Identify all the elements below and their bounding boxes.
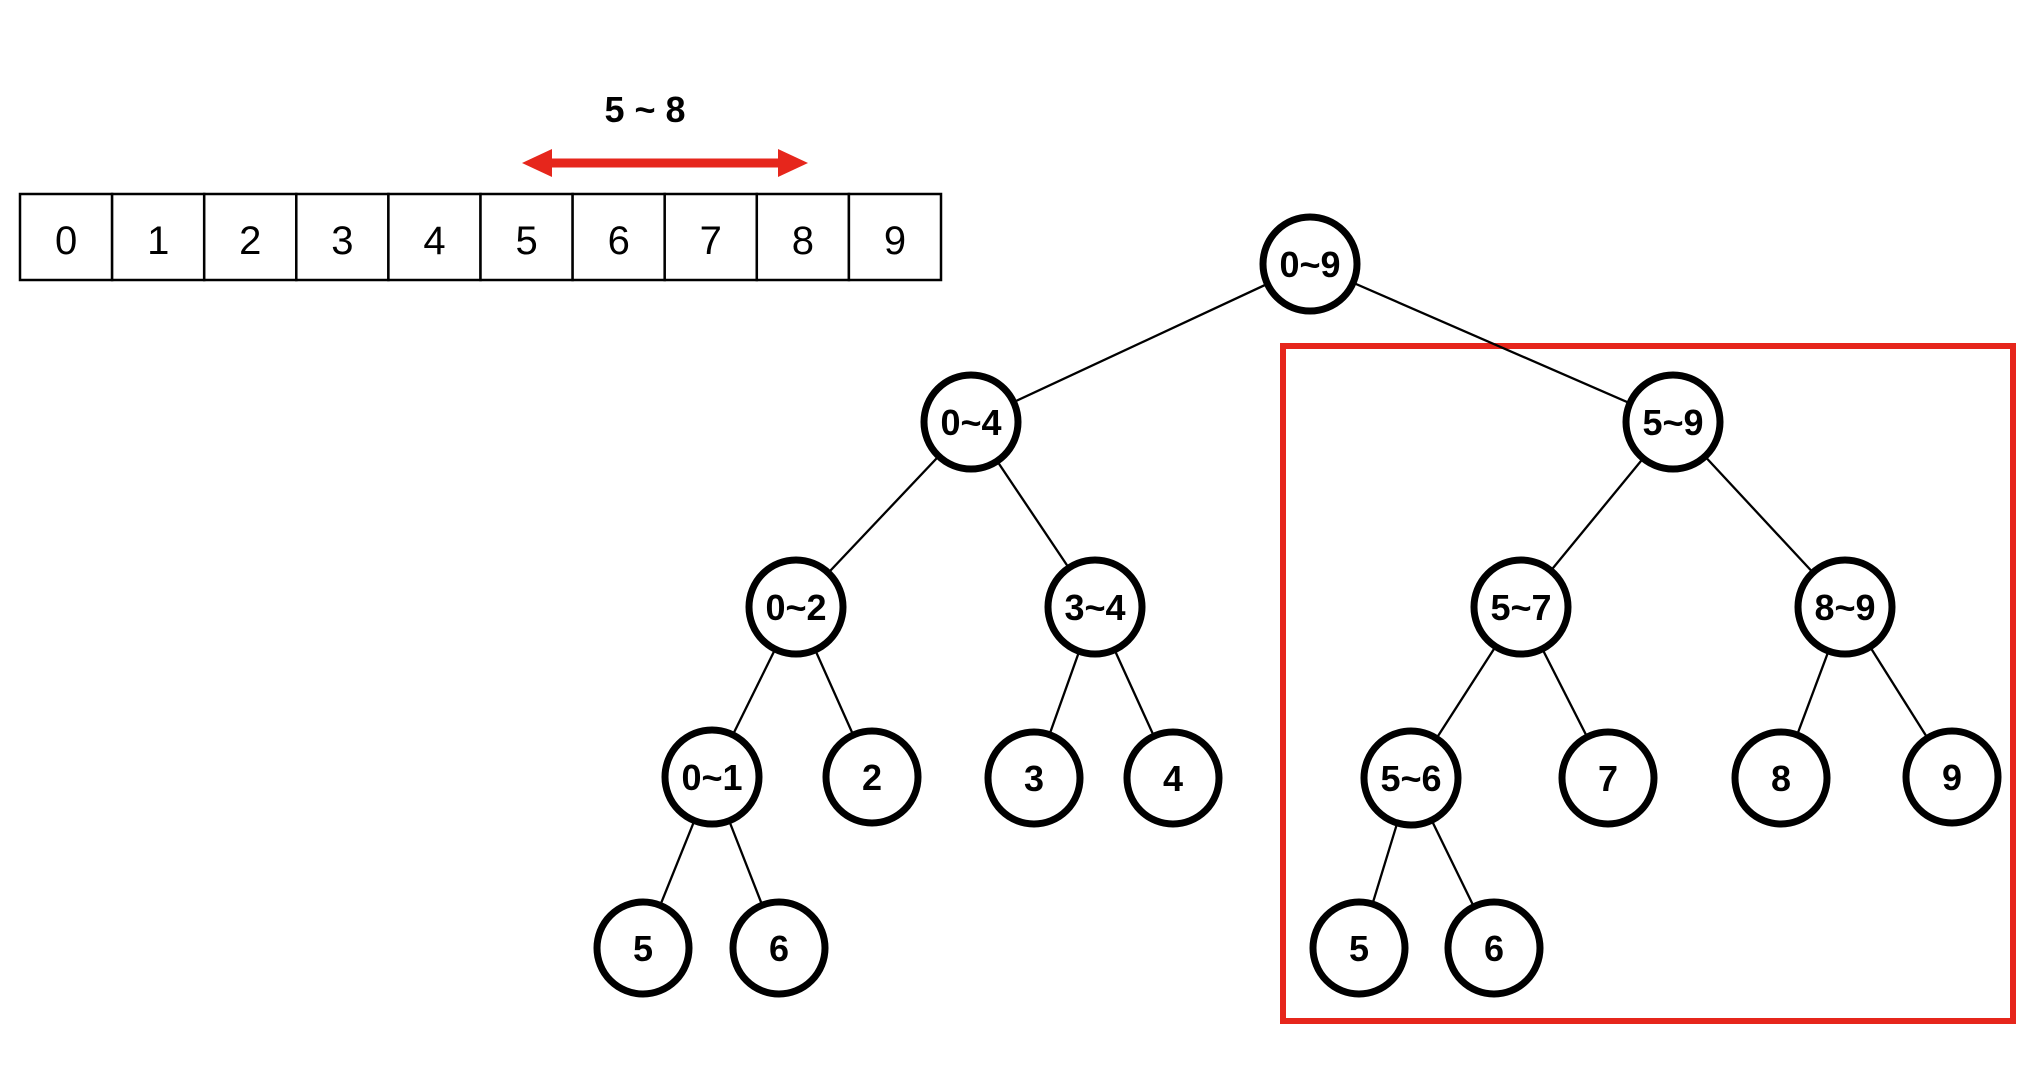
node-circle [593, 898, 693, 998]
tree-node-leaf-5-highlighted: 5 [1309, 898, 1409, 998]
tree-node-leaf-5-left: 5 [593, 898, 693, 998]
array-cell: 5 [479, 192, 574, 282]
array-cell-label: 7 [700, 219, 722, 263]
range-arrow [522, 149, 808, 177]
tree-node-5-6: 5~6 [1360, 727, 1462, 829]
array-cell-label: 4 [423, 219, 445, 263]
node-circle [822, 727, 922, 827]
node-label: 7 [1598, 758, 1618, 799]
node-circle [1731, 728, 1831, 828]
tree-node-5-7: 5~7 [1470, 556, 1572, 658]
array-cell: 6 [571, 192, 666, 282]
tree-node-0-9: 0~9 [1259, 213, 1361, 315]
node-label: 6 [1484, 928, 1504, 969]
array-cell-box [755, 192, 851, 282]
node-circle [920, 371, 1022, 473]
node-label: 5~6 [1380, 758, 1441, 799]
tree-node-leaf-3: 3 [984, 728, 1084, 828]
index-array: 0 1 2 3 4 5 6 7 [18, 192, 943, 282]
node-label: 5 [633, 928, 653, 969]
node-circle [1558, 728, 1658, 828]
tree-node-leaf-2: 2 [822, 727, 922, 827]
array-cell-label: 9 [884, 219, 906, 263]
tree-node-leaf-6-left: 6 [729, 898, 829, 998]
tree-node-leaf-6-highlighted: 6 [1444, 898, 1544, 998]
node-label: 5~9 [1642, 402, 1703, 443]
array-cell-box [110, 192, 206, 282]
array-cell-label: 2 [239, 219, 261, 263]
node-circle [1794, 556, 1896, 658]
node-label: 3~4 [1064, 587, 1125, 628]
node-circle [1309, 898, 1409, 998]
node-label: 0~2 [765, 587, 826, 628]
node-circle [661, 726, 763, 828]
node-circle [1123, 728, 1223, 828]
node-label: 0~4 [940, 402, 1001, 443]
array-cell-label: 0 [55, 219, 77, 263]
tree-node-0-4: 0~4 [920, 371, 1022, 473]
array-cell: 0 [18, 192, 114, 282]
node-label: 5~7 [1490, 587, 1551, 628]
highlight-box [1280, 343, 2016, 1024]
right-arrowhead-icon [778, 149, 808, 177]
node-circle [1360, 727, 1462, 829]
node-circle [745, 556, 847, 658]
array-cell: 8 [755, 192, 851, 282]
tree-node-0-1: 0~1 [661, 726, 763, 828]
node-circle [1622, 371, 1724, 473]
tree-edge [1309, 262, 1674, 424]
array-cell-label: 1 [147, 219, 169, 263]
tree-node-leaf-7: 7 [1558, 728, 1658, 828]
node-label: 8 [1771, 758, 1791, 799]
node-label: 6 [769, 928, 789, 969]
array-cell: 2 [202, 192, 298, 282]
node-label: 0~9 [1279, 244, 1340, 285]
node-label: 9 [1942, 757, 1962, 798]
array-cell: 3 [295, 192, 390, 282]
node-circle [1044, 556, 1146, 658]
node-label: 2 [862, 757, 882, 798]
array-cell: 9 [847, 192, 943, 282]
tree-edge [970, 262, 1311, 424]
tree-node-3-4: 3~4 [1044, 556, 1146, 658]
range-label: 5 ~ 8 [604, 89, 685, 130]
array-cell-label: 6 [608, 219, 630, 263]
tree-node-8-9: 8~9 [1794, 556, 1896, 658]
array-cell: 1 [110, 192, 206, 282]
node-circle [1902, 727, 2002, 827]
tree-node-leaf-9: 9 [1902, 727, 2002, 827]
node-circle [729, 898, 829, 998]
array-cell-box [847, 192, 943, 282]
tree-nodes: 0~9 0~4 5~9 0~2 3~4 5~7 8~9 0~1 [593, 213, 2002, 998]
array-cell-label: 3 [331, 219, 353, 263]
node-label: 0~1 [681, 757, 742, 798]
node-circle [1470, 556, 1572, 658]
array-cell: 4 [387, 192, 482, 282]
array-cell: 7 [663, 192, 759, 282]
tree-node-leaf-8: 8 [1731, 728, 1831, 828]
node-label: 3 [1024, 758, 1044, 799]
array-cell-label: 8 [792, 219, 814, 263]
left-arrowhead-icon [522, 149, 552, 177]
node-circle [984, 728, 1084, 828]
node-circle [1259, 213, 1361, 315]
node-circle [1444, 898, 1544, 998]
tree-node-0-2: 0~2 [745, 556, 847, 658]
node-label: 5 [1349, 928, 1369, 969]
array-cell-label: 5 [515, 219, 537, 263]
node-label: 8~9 [1814, 587, 1875, 628]
tree-node-leaf-4: 4 [1123, 728, 1223, 828]
node-label: 4 [1163, 758, 1183, 799]
array-cell-box [202, 192, 298, 282]
tree-node-5-9: 5~9 [1622, 371, 1724, 473]
